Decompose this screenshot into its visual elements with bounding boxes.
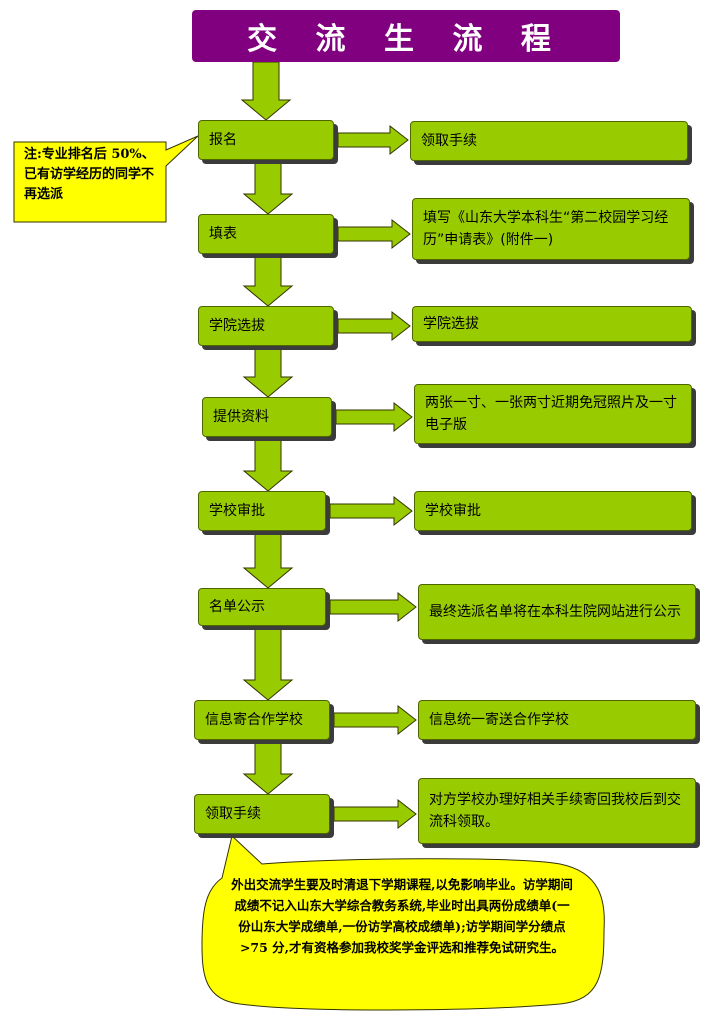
right-arrow-8 (333, 798, 417, 830)
step-4-box: 提供资料 (202, 397, 332, 437)
down-arrow-8 (242, 739, 294, 795)
step-7-result-box: 信息统一寄送合作学校 (418, 700, 696, 740)
down-arrow-5 (242, 436, 294, 492)
right-arrow-5 (329, 495, 413, 527)
down-arrow-1 (240, 61, 292, 121)
step-2-result-box: 填写《山东大学本科生“第二校园学习经历”申请表》(附件一) (412, 198, 690, 260)
step-3-box: 学院选拔 (198, 306, 334, 346)
step-5-result-box: 学校审批 (414, 491, 692, 531)
step-6-result-box: 最终选派名单将在本科生院网站进行公示 (418, 584, 696, 640)
step-5-box: 学校审批 (198, 491, 326, 531)
down-arrow-6 (242, 530, 294, 589)
down-arrow-7 (242, 625, 294, 701)
down-arrow-2 (242, 159, 294, 215)
down-arrow-3 (242, 253, 294, 307)
right-arrow-6 (329, 591, 417, 623)
right-arrow-4 (335, 401, 413, 433)
step-1-box: 报名 (198, 120, 334, 160)
step-3-result-box: 学院选拔 (412, 306, 692, 342)
right-arrow-7 (333, 704, 417, 736)
step-4-result-box: 两张一寸、一张两寸近期免冠照片及一寸电子版 (414, 384, 692, 444)
right-arrow-3 (337, 310, 411, 342)
step-6-box: 名单公示 (198, 588, 326, 626)
step-8-box: 领取手续 (194, 794, 330, 834)
right-arrow-2 (337, 218, 411, 250)
page-title: 交 流 生 流 程 (192, 10, 620, 62)
down-arrow-4 (242, 345, 294, 398)
final-note: 外出交流学生要及时清退下学期课程,以免影响毕业。访学期间成绩不记入山东大学综合教… (231, 877, 573, 955)
eligibility-callout-shape (13, 135, 199, 223)
step-1-result-box: 领取手续 (410, 121, 688, 161)
right-arrow-1 (337, 124, 409, 156)
step-2-box: 填表 (198, 214, 334, 254)
eligibility-note: 注:专业排名后 50%、已有访学经历的同学不再选派 (24, 147, 155, 202)
step-7-box: 信息寄合作学校 (194, 700, 330, 740)
final-callout-shape (201, 835, 605, 1011)
step-8-result-box: 对方学校办理好相关手续寄回我校后到交流科领取。 (418, 778, 696, 844)
